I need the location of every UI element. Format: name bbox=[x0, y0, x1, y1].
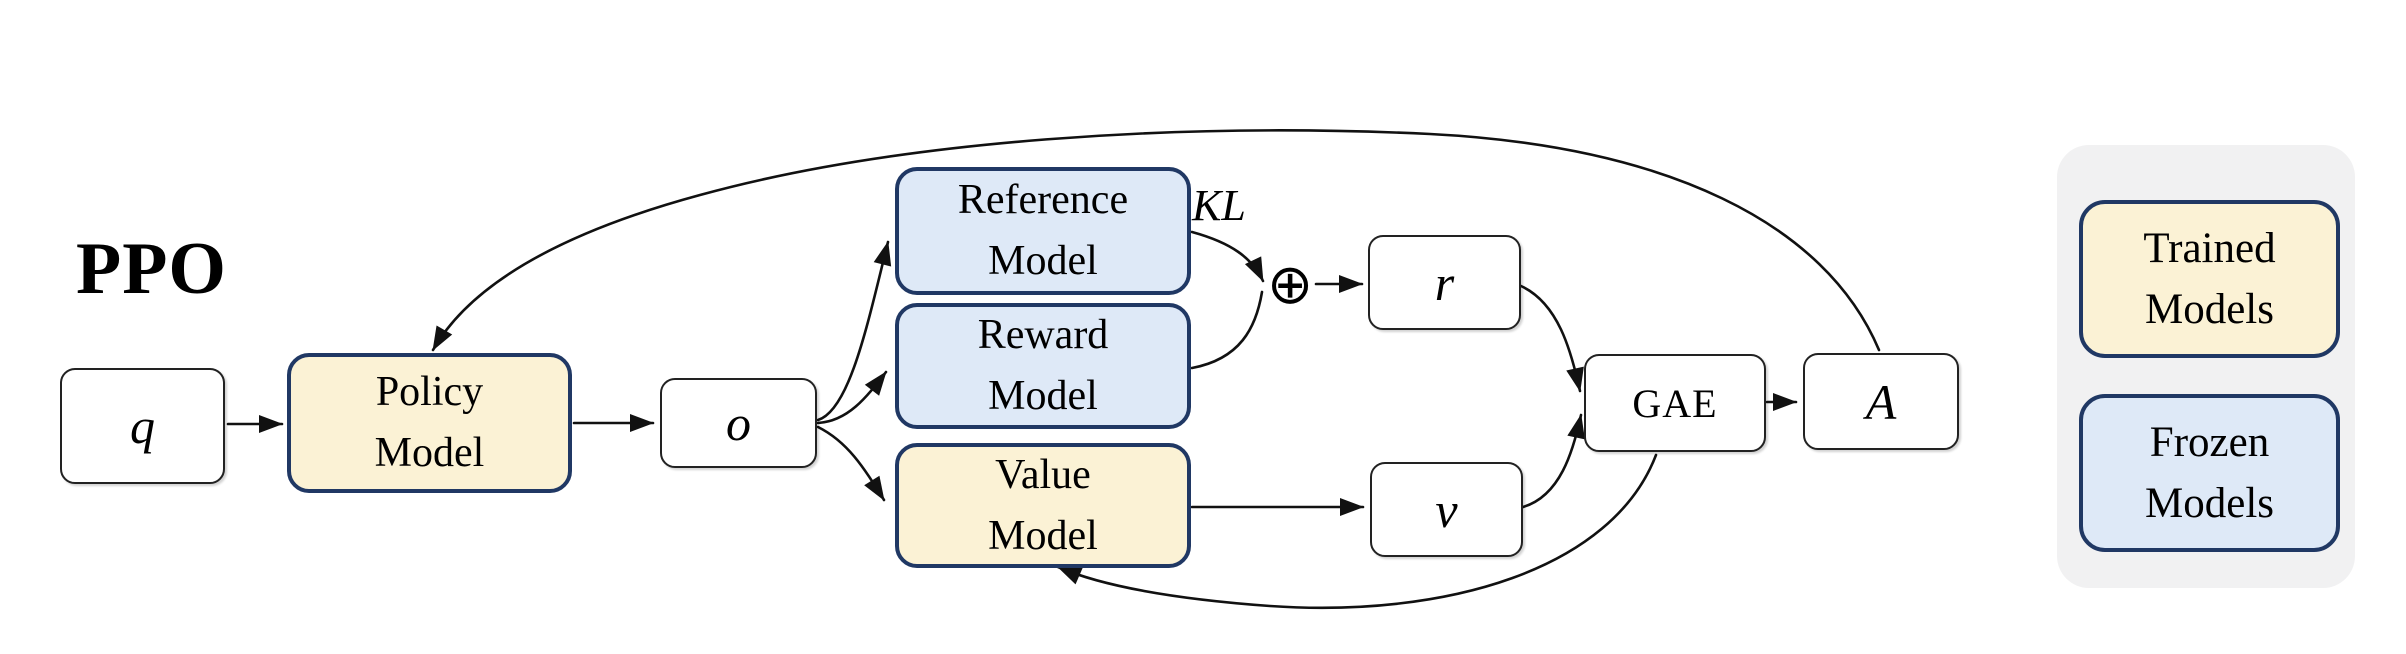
legend-trained-models: Trained Models bbox=[2079, 200, 2340, 358]
node-reference-model: Reference Model bbox=[895, 167, 1191, 295]
edge-o-to-value bbox=[816, 425, 886, 502]
edge-r-to-gae bbox=[1519, 284, 1584, 393]
node-policy-model-label: Policy Model bbox=[374, 369, 485, 476]
node-v-label: v bbox=[1435, 481, 1458, 538]
node-o-label: o bbox=[726, 395, 751, 451]
node-gae-label: GAE bbox=[1632, 380, 1718, 426]
node-policy-model: Policy Model bbox=[287, 353, 572, 493]
edge-o-to-reference bbox=[816, 240, 892, 422]
node-value-model: Value Model bbox=[895, 443, 1191, 568]
legend-frozen-label: Frozen Models bbox=[2145, 418, 2274, 527]
node-reward-model: Reward Model bbox=[895, 303, 1191, 429]
legend-panel: Trained Models Frozen Models bbox=[2057, 145, 2355, 588]
node-r-label: r bbox=[1434, 254, 1455, 311]
edge-v-to-gae bbox=[1521, 413, 1585, 509]
node-value-model-label: Value Model bbox=[988, 451, 1098, 559]
node-o: o bbox=[660, 378, 817, 468]
legend-trained-label: Trained Models bbox=[2143, 224, 2276, 333]
edge-o-to-reward bbox=[816, 370, 888, 425]
node-q-label: q bbox=[130, 398, 155, 454]
kl-edge-label: KL bbox=[1192, 181, 1246, 230]
node-advantage: A bbox=[1803, 353, 1959, 450]
legend-frozen-models: Frozen Models bbox=[2079, 394, 2340, 552]
circled-plus-merge-icon: ⊕ bbox=[1266, 252, 1314, 316]
node-gae: GAE bbox=[1584, 354, 1766, 452]
node-q: q bbox=[60, 368, 225, 484]
node-reference-model-label: Reference Model bbox=[957, 177, 1129, 284]
edge-reference-to-merge bbox=[1190, 230, 1265, 283]
edge-reward-to-merge bbox=[1190, 290, 1264, 370]
node-v: v bbox=[1370, 462, 1523, 557]
node-r: r bbox=[1368, 235, 1521, 330]
edge-gae-to-value-feedback bbox=[1056, 453, 1658, 610]
node-reward-model-label: Reward Model bbox=[977, 312, 1109, 419]
diagram-title: PPO bbox=[76, 228, 227, 310]
node-advantage-label: A bbox=[1865, 373, 1897, 430]
edge-advantage-to-policy-feedback bbox=[431, 129, 1881, 352]
